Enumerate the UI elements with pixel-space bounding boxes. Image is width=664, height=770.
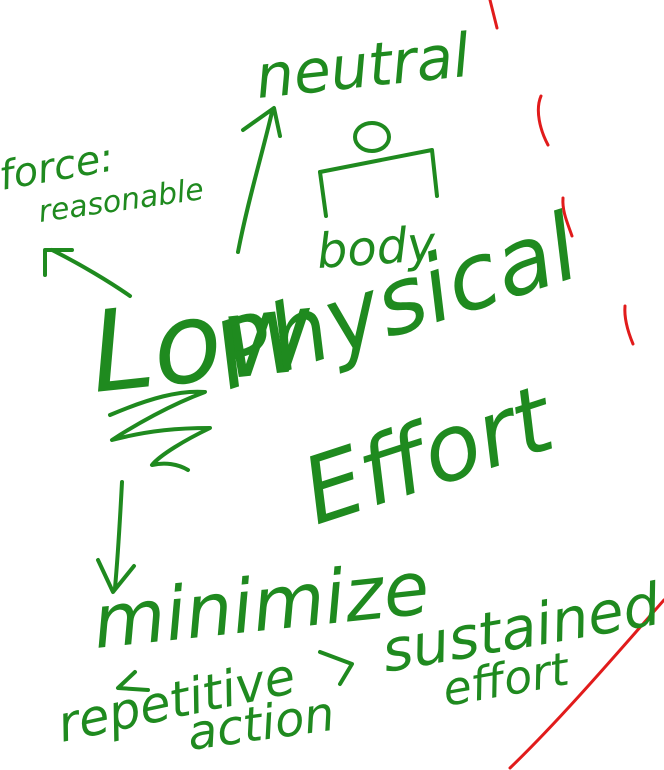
chevrons-mark (116, 650, 354, 692)
scribble-mark (108, 389, 212, 472)
body-label: body (315, 216, 438, 280)
arrow-to-minimize (96, 480, 136, 594)
title-effort: Effort (290, 365, 568, 546)
neutral-label: neutral (252, 21, 473, 113)
red-margin-dashes (488, 0, 664, 770)
body-figure-icon (318, 121, 439, 218)
arrow-to-force (43, 248, 132, 298)
arrow-to-neutral (236, 106, 282, 254)
title-low: Low (84, 266, 319, 419)
